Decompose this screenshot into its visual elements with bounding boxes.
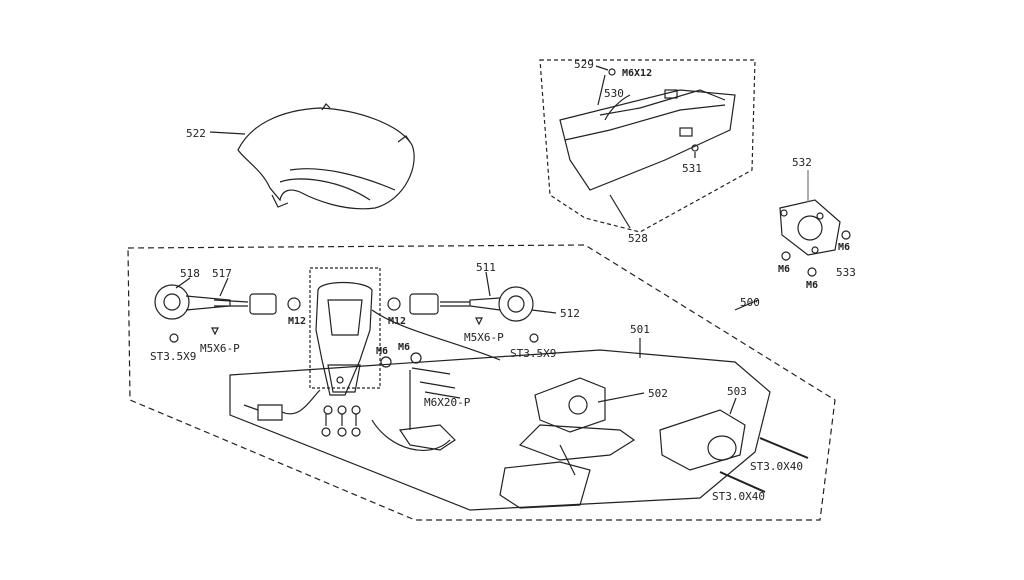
label-st30x40-b: ST3.0X40: [712, 490, 765, 503]
label-m6-d: M6: [376, 346, 388, 357]
screw-m5-right: [475, 317, 483, 326]
bolt-529: [608, 68, 616, 76]
label-533: 533: [836, 266, 856, 279]
screw-st30x40-a: [759, 437, 809, 459]
nut-m6-a: [841, 230, 851, 240]
label-m6x12: M6X12: [622, 68, 652, 79]
leader-530: [597, 74, 606, 106]
part-528-box: [539, 59, 756, 233]
connector-plug: [257, 404, 283, 421]
part-522-cowl: [237, 103, 415, 210]
label-m5x6p-a: M5X6-P: [200, 342, 240, 355]
leader-502: [597, 392, 645, 403]
label-st35x9-b: ST3.5X9: [510, 347, 556, 360]
label-517: 517: [212, 267, 232, 280]
screw-m5-left: [211, 327, 219, 336]
label-503: 503: [727, 385, 747, 398]
screw-531: [691, 144, 699, 152]
nut-m12-left: [287, 297, 301, 311]
wire-harness: [243, 389, 321, 415]
label-532: 532: [792, 156, 812, 169]
stem-right: [440, 301, 470, 307]
label-530: 530: [604, 87, 624, 100]
screw-st30x40-b: [719, 471, 766, 493]
leader-511: [485, 271, 491, 297]
nut-m12-right: [387, 297, 401, 311]
label-m6-b: M6: [778, 264, 790, 275]
nut-m6-b: [781, 251, 791, 261]
label-m5x6p-b: M5X6-P: [464, 331, 504, 344]
screw-st-left: [169, 333, 179, 343]
label-511: 511: [476, 261, 496, 274]
label-528: 528: [628, 232, 648, 245]
part-503-reflector: [659, 409, 746, 471]
label-531: 531: [682, 162, 702, 175]
nut-533: [807, 267, 817, 277]
part-518-left-indicator: [154, 284, 231, 320]
grommet-right: [409, 293, 439, 315]
label-st35x9-a: ST3.5X9: [150, 350, 196, 363]
leader-528: [609, 194, 631, 229]
hanger-plate: [398, 424, 456, 451]
bolts-m6x20: [411, 367, 461, 399]
label-m12-a: M12: [288, 316, 306, 327]
leader-503: [729, 397, 737, 415]
part-512-right-indicator: [469, 286, 534, 322]
label-529: 529: [574, 58, 594, 71]
stem-left: [213, 299, 249, 307]
part-532-bracket: [779, 199, 841, 256]
label-502: 502: [648, 387, 668, 400]
part-center-bracket: [309, 267, 381, 437]
screw-st-right: [529, 333, 539, 343]
outline-501: [229, 349, 771, 511]
grommet-left: [249, 293, 277, 315]
label-500: 500: [740, 296, 760, 309]
label-m6-e: M6: [398, 342, 410, 353]
leader-529: [595, 65, 609, 71]
label-m6-a: M6: [838, 242, 850, 253]
part-502-plate-bracket: [499, 377, 636, 509]
label-518: 518: [180, 267, 200, 280]
label-501: 501: [630, 323, 650, 336]
outline-500: [127, 244, 836, 521]
label-512: 512: [560, 307, 580, 320]
wire-lower: [371, 419, 451, 451]
label-m6x20p: M6X20-P: [424, 396, 471, 409]
leader-512: [531, 309, 557, 314]
nut-m6-d: [380, 356, 392, 368]
label-m6-c: M6: [806, 280, 818, 291]
wire-right: [371, 309, 501, 361]
label-st30x40-a: ST3.0X40: [750, 460, 803, 473]
label-m12-b: M12: [388, 316, 406, 327]
leader-500: [734, 299, 759, 311]
leader-517: [219, 277, 229, 297]
leader-518: [175, 277, 191, 289]
nut-m6-e: [410, 352, 422, 364]
label-522: 522: [186, 127, 206, 140]
leader-522: [209, 131, 246, 135]
